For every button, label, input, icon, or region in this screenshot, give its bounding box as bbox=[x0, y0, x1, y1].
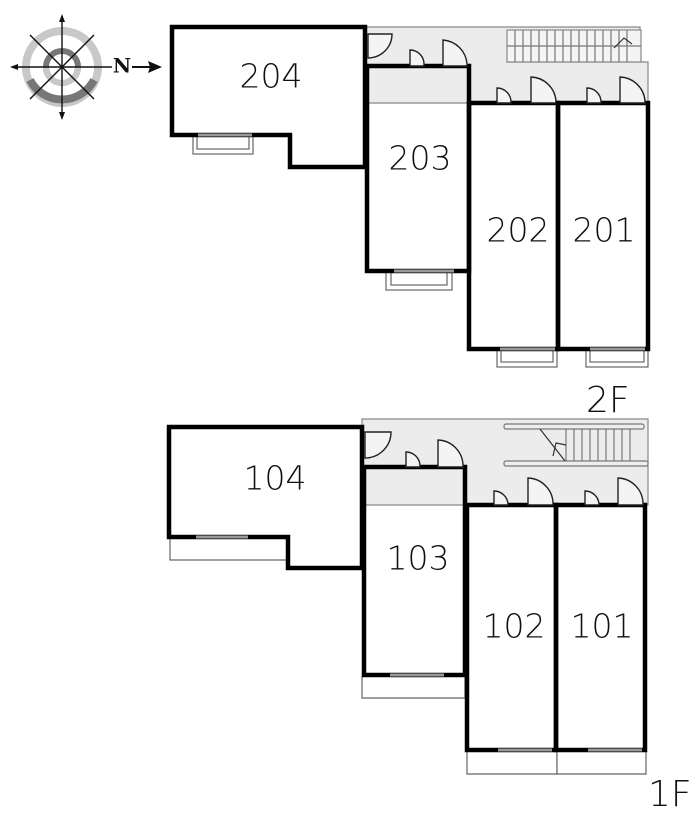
room-number-104: 104 bbox=[244, 459, 307, 498]
door-202-meter bbox=[496, 87, 512, 104]
balcony-103 bbox=[361, 676, 466, 699]
balcony-104 bbox=[169, 537, 290, 561]
compass-rose-icon: N bbox=[10, 14, 162, 120]
door-103[interactable] bbox=[437, 439, 464, 468]
room-204[interactable]: 204 bbox=[169, 24, 368, 170]
balcony-102 bbox=[466, 752, 558, 775]
room-202[interactable]: 202 bbox=[466, 100, 561, 368]
door-104[interactable] bbox=[364, 431, 392, 459]
room-number-204: 204 bbox=[240, 57, 303, 96]
room-number-102: 102 bbox=[483, 607, 546, 646]
room-number-201: 201 bbox=[573, 211, 636, 250]
door-101-meter bbox=[584, 490, 600, 506]
door-201[interactable] bbox=[619, 76, 646, 104]
staircase-2f bbox=[506, 29, 642, 63]
door-203-meter bbox=[409, 49, 425, 67]
floor-2f: 204 203 202 201 bbox=[169, 24, 651, 421]
compass-north-label: N bbox=[113, 54, 131, 78]
room-104[interactable]: 104 bbox=[166, 424, 365, 571]
balcony-204-inner bbox=[196, 135, 250, 150]
door-204[interactable] bbox=[367, 33, 393, 59]
room-102[interactable]: 102 bbox=[464, 502, 559, 775]
door-102-meter bbox=[493, 490, 509, 506]
door-102[interactable] bbox=[527, 477, 554, 506]
door-103-meter bbox=[405, 451, 421, 468]
staircase-1f bbox=[503, 423, 649, 467]
room-101[interactable]: 101 bbox=[553, 502, 648, 775]
door-101[interactable] bbox=[617, 477, 644, 506]
floor-label-1f: 1F bbox=[648, 774, 692, 815]
door-203[interactable] bbox=[442, 39, 468, 67]
room-number-103: 103 bbox=[387, 539, 450, 578]
room-number-101: 101 bbox=[571, 607, 634, 646]
floor-label-2f: 2F bbox=[586, 380, 630, 421]
room-number-202: 202 bbox=[487, 211, 550, 250]
room-203[interactable]: 203 bbox=[364, 63, 472, 291]
room-103[interactable]: 103 bbox=[361, 464, 468, 699]
room-201[interactable]: 201 bbox=[555, 100, 651, 368]
door-201-meter bbox=[586, 87, 602, 104]
floor-1f: 104 103 102 101 1F bbox=[166, 418, 692, 815]
balcony-101 bbox=[556, 752, 647, 775]
balcony-203-inner bbox=[390, 271, 448, 286]
room-number-203: 203 bbox=[389, 139, 452, 178]
